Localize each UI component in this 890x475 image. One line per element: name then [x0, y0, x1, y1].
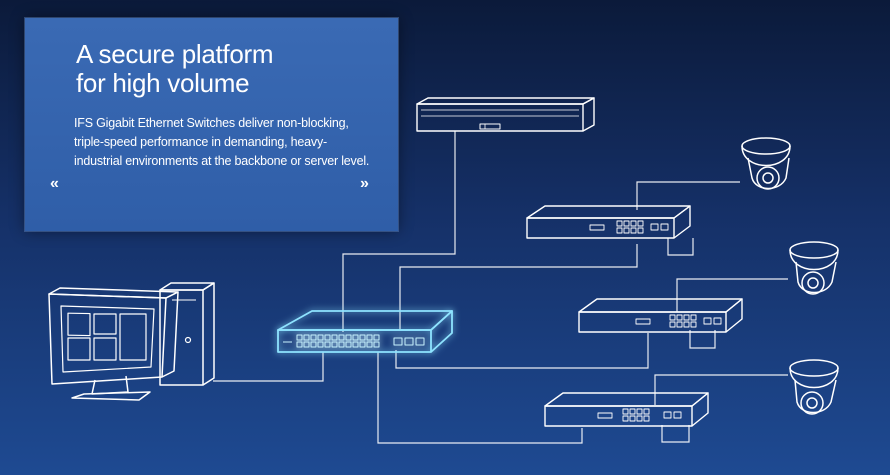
dome-camera-icon	[741, 137, 791, 190]
line-switch2-uplink	[689, 330, 716, 349]
line-cam1-to-switch1	[636, 181, 740, 210]
line-switch3-uplink	[661, 425, 690, 443]
line-core-to-switch3	[377, 352, 583, 444]
line-cam2-to-switch2	[676, 278, 788, 312]
info-panel: A secure platform for high volume IFS Gi…	[25, 18, 398, 231]
panel-title-line-1: A secure platform	[76, 39, 274, 69]
previous-slide-button[interactable]: «	[50, 175, 59, 192]
line-core-to-switch2	[395, 333, 649, 369]
rack-server-icon	[416, 97, 595, 132]
gigabit-switch-icon	[277, 310, 453, 353]
ethernet-switch-icon	[526, 205, 691, 239]
panel-title: A secure platform for high volume	[76, 40, 376, 98]
line-switch1-uplink	[667, 238, 694, 256]
next-slide-button[interactable]: »	[360, 175, 369, 192]
computer-workstation-icon	[48, 282, 215, 401]
line-core-to-switch1	[399, 244, 638, 330]
ethernet-switch-icon	[578, 298, 743, 333]
line-workstation-to-core	[213, 352, 324, 382]
dome-camera-icon	[789, 241, 839, 295]
panel-title-line-2: for high volume	[76, 68, 250, 98]
panel-description: IFS Gigabit Ethernet Switches deliver no…	[74, 116, 370, 168]
line-server-to-core	[342, 131, 456, 332]
line-cam3-to-switch3	[654, 374, 788, 405]
connection-lines	[213, 131, 788, 444]
dome-camera-icon	[789, 359, 839, 415]
ethernet-switch-icon	[544, 392, 709, 427]
